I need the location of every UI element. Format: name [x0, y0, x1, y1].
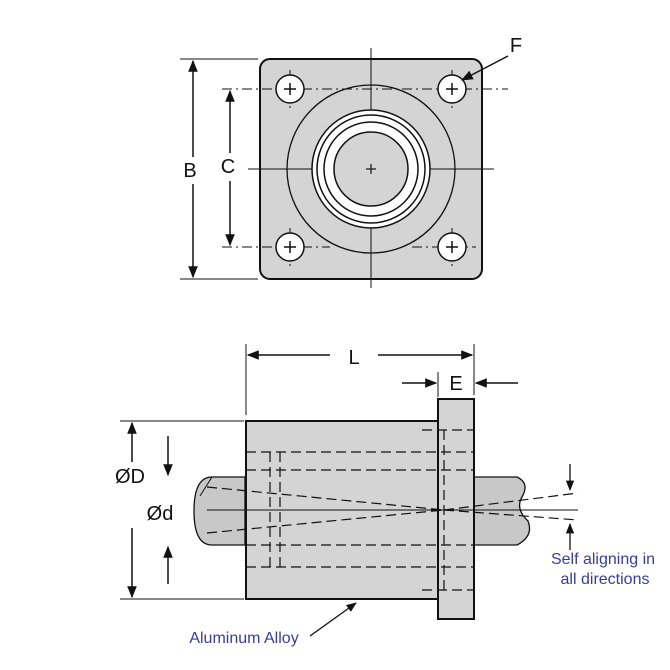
shaft-break-line-left	[199, 476, 213, 497]
shaft	[193, 476, 531, 546]
self-aligning-note-line2: all directions	[561, 571, 650, 588]
dim-d-label: Ød	[147, 503, 174, 525]
dim-b-label: B	[183, 160, 196, 182]
outer-boss-ring	[286, 84, 456, 254]
bearing-ring-2	[316, 114, 426, 224]
leader-f-label: F	[510, 35, 522, 57]
dim-e-label: E	[449, 373, 462, 395]
bolt-hole-top-right	[437, 74, 467, 104]
dim-l-label: L	[348, 347, 359, 369]
bolt-hole-bottom-right	[437, 232, 467, 262]
material-note: Aluminum Alloy	[189, 630, 298, 647]
bearing-ring-3	[323, 121, 419, 217]
bolt-hole-bottom-left	[275, 232, 305, 262]
self-aligning-note-line1: Self aligning in	[551, 551, 655, 568]
dim-c-label: C	[221, 156, 235, 178]
bolt-hole-top-left	[275, 74, 305, 104]
side-view: L E ØD Ød Self aligning in all direction…	[115, 344, 655, 647]
leader-f-arrow	[460, 55, 509, 81]
top-view: B C F	[180, 35, 522, 288]
material-leader-arrow	[309, 602, 357, 637]
hidden-lines	[206, 429, 579, 591]
dim-od-label: ØD	[115, 466, 145, 488]
